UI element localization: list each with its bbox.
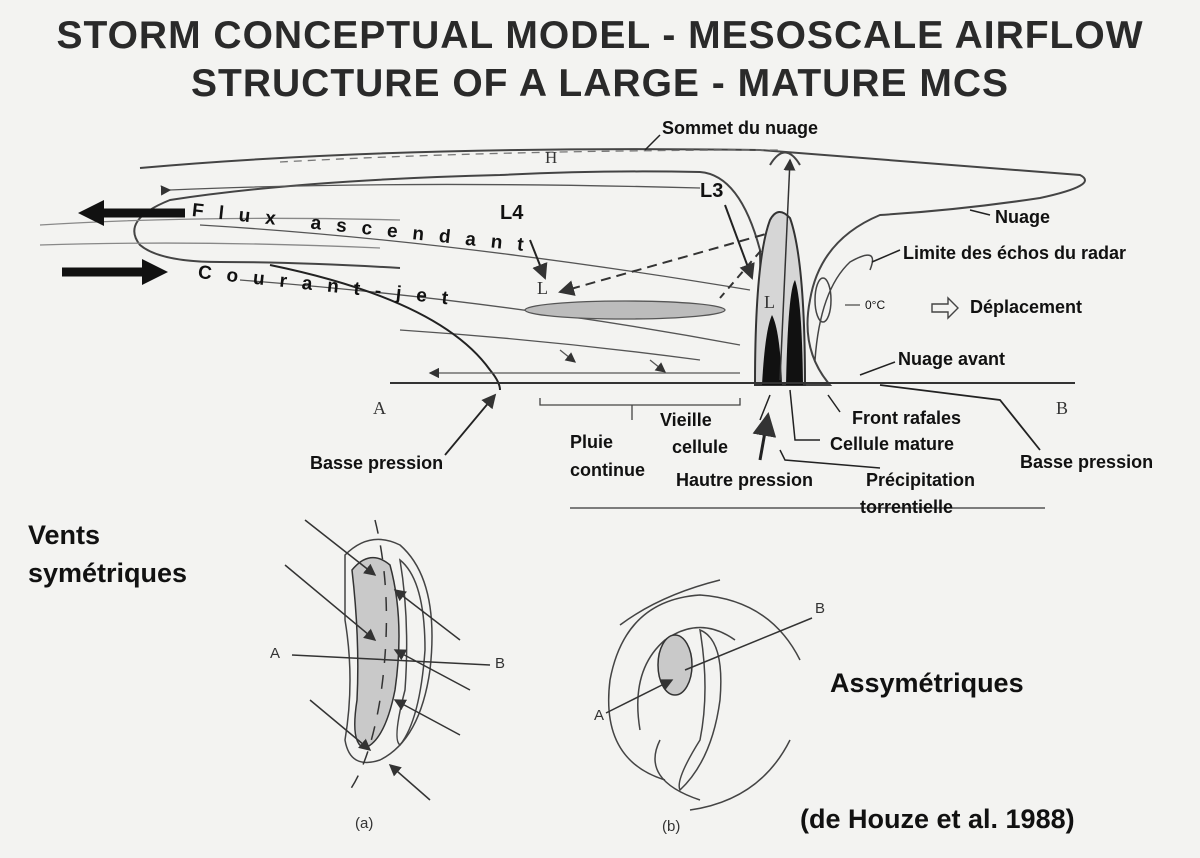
l-small-2: L	[764, 292, 775, 312]
diagram-a	[284, 519, 491, 801]
line-b-B	[684, 617, 813, 671]
front-loop	[814, 254, 874, 361]
spiral-b-3	[654, 739, 701, 801]
vieille-label: Vieille	[660, 410, 712, 430]
precip-bracket	[779, 449, 881, 469]
cellule-mature-label: Cellule mature	[830, 434, 955, 454]
b-right-label: B	[1056, 398, 1069, 418]
bright-band	[524, 300, 726, 320]
zero-c-label: 0°C	[865, 298, 886, 312]
cell-b-shaded	[657, 634, 693, 696]
label-b-B: B	[815, 600, 826, 617]
mature-bracket	[789, 389, 820, 441]
flow-line-4	[399, 329, 701, 361]
spiral-b-1	[608, 594, 801, 781]
haute-pression-label: Hautre pression	[676, 470, 814, 490]
tower-core-1	[762, 315, 782, 385]
outer-line-2	[39, 242, 381, 249]
arrow-a-6	[388, 764, 431, 801]
line-b-A	[605, 679, 674, 714]
torrentielle-label: torrentielle	[860, 497, 954, 517]
cloud-top-bump	[769, 151, 801, 166]
front-rafales-line	[827, 394, 841, 413]
flux-ascendant-arrowhead	[78, 200, 104, 226]
arrow-a-4	[393, 589, 461, 641]
l-small-1: L	[537, 278, 548, 298]
basse-pression-left-label: Basse pression	[310, 453, 444, 473]
source-citation: (de Houze et al. 1988)	[800, 804, 1075, 834]
vents-label: Vents	[28, 520, 101, 550]
title-line-2: STRUCTURE OF A LARGE - MATURE MCS	[190, 62, 1009, 105]
caption-b: (b)	[662, 818, 681, 835]
assymetriques-label: Assymétriques	[830, 668, 1024, 698]
arrow-a-2	[284, 564, 377, 641]
rain-bracket	[539, 398, 741, 406]
arrow-a-5	[393, 699, 461, 736]
nuage-avant-pointer	[859, 361, 896, 376]
basse-pression-right-label: Basse pression	[1020, 452, 1154, 472]
band-a-shaded	[351, 556, 400, 749]
zero-loop	[814, 277, 832, 323]
dashed-arrow-2	[719, 239, 771, 299]
label-b-A: A	[594, 707, 605, 724]
spiral-b-4	[689, 739, 791, 811]
l3-label: L3	[700, 180, 724, 202]
basse-left-pointer	[444, 393, 497, 456]
limite-pointer	[871, 249, 901, 263]
updraft-line	[779, 158, 796, 381]
tower-core-2	[786, 280, 803, 385]
nuage-pointer	[969, 209, 991, 216]
l3-pointer	[724, 204, 755, 280]
outer-line-1	[39, 217, 401, 226]
cellule-label: cellule	[672, 437, 729, 457]
title-line-1: STORM CONCEPTUAL MODEL - MESOSCALE AIRFL…	[56, 14, 1144, 57]
a-left-label: A	[373, 398, 386, 418]
flow-line-6	[649, 359, 667, 373]
dashed-arrow	[558, 229, 781, 296]
diagram-b	[605, 579, 813, 811]
flow-line-5	[559, 349, 577, 363]
sommet-pointer	[644, 134, 661, 151]
h-marker: H	[545, 148, 558, 167]
flow-line-2	[199, 224, 751, 291]
flow-line-3	[239, 279, 741, 346]
limite-label: Limite des échos du radar	[903, 243, 1127, 263]
cloud-top-dash	[279, 149, 781, 163]
deplacement-arrow-icon	[931, 296, 959, 320]
caption-a: (a)	[355, 815, 374, 832]
rear-inflow-curve	[269, 264, 501, 391]
band-a-outer	[344, 538, 433, 764]
continue-label: continue	[570, 460, 645, 480]
band-a-dash	[349, 519, 388, 791]
symetriques-label: symétriques	[28, 558, 188, 588]
deplacement-label: Déplacement	[970, 297, 1083, 317]
line-a-A	[291, 654, 491, 666]
arrow-a-1	[304, 519, 377, 576]
cell-b-tail	[678, 628, 722, 792]
line-a-arrow	[393, 649, 471, 691]
sommet-label: Sommet du nuage	[662, 118, 819, 138]
spiral-b-5	[619, 579, 721, 626]
l4-label: L4	[500, 202, 524, 224]
haute-pointer	[752, 412, 777, 461]
l4-pointer	[529, 239, 548, 280]
pluie-label: Pluie	[570, 432, 614, 452]
label-a-B: B	[495, 655, 506, 672]
precipitation-label: Précipitation	[866, 470, 976, 490]
courant-jet-arrowhead	[142, 259, 168, 285]
label-a-A: A	[270, 645, 281, 662]
front-rafales-label: Front rafales	[852, 408, 962, 428]
flow-line-1	[160, 183, 701, 196]
basse-right-line	[879, 384, 1041, 451]
nuage-avant-label: Nuage avant	[898, 349, 1006, 369]
band-a-cells	[396, 558, 426, 746]
nuage-label: Nuage	[995, 207, 1051, 227]
arrow-a-3	[309, 699, 372, 751]
cellule-mature-line	[759, 394, 771, 421]
